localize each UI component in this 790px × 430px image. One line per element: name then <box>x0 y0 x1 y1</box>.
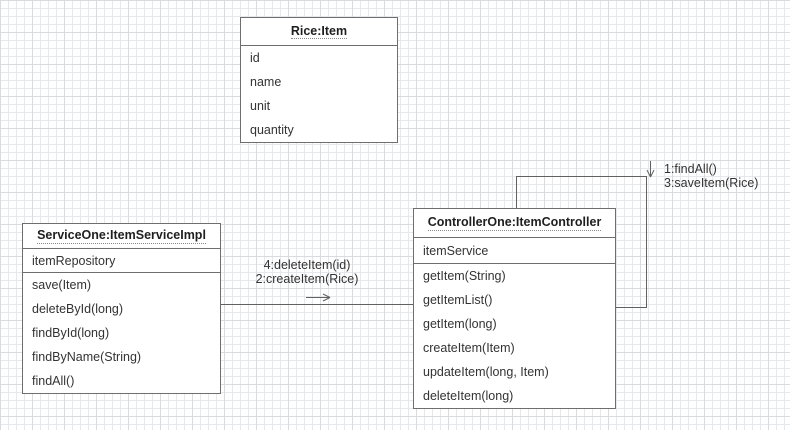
edge-label-controller-self[interactable]: 1:findAll() 3:saveItem(Rice) <box>664 162 758 190</box>
method-row[interactable]: getItem(long) <box>423 317 497 331</box>
method-row[interactable]: getItemList() <box>423 293 493 307</box>
method-row[interactable]: findByName(String) <box>32 350 142 364</box>
arrow-right-icon <box>306 293 331 302</box>
attribute-row[interactable]: name <box>250 75 282 89</box>
edge-controller-self-loop[interactable] <box>516 176 647 308</box>
message-text: 3:saveItem(Rice) <box>664 176 759 190</box>
method-row[interactable]: updateItem(long, Item) <box>423 365 549 379</box>
object-title-text: ControllerOne:ItemController <box>427 215 602 231</box>
message-text: 4:deleteItem(id) <box>263 258 351 272</box>
object-title: Rice:Item <box>241 18 397 46</box>
method-row[interactable]: deleteItem(long) <box>423 389 514 403</box>
method-row[interactable]: save(Item) <box>32 278 92 292</box>
method-row[interactable]: deleteById(long) <box>32 302 124 316</box>
object-title: ServiceOne:ItemServiceImpl <box>23 224 220 249</box>
attribute-row[interactable]: id <box>250 51 260 65</box>
message-text: 1:findAll() <box>664 162 717 176</box>
method-row[interactable]: getItem(String) <box>423 269 506 283</box>
object-box-rice-item[interactable]: Rice:Item id name unit quantity <box>240 17 398 143</box>
object-title-text: Rice:Item <box>290 23 348 40</box>
edge-label-service-controller[interactable]: 4:deleteItem(id) 2:createItem(Rice) <box>237 258 377 286</box>
object-title-text: ServiceOne:ItemServiceImpl <box>37 228 206 244</box>
attribute-row[interactable]: itemRepository <box>23 249 220 273</box>
arrow-down-icon <box>646 161 655 178</box>
method-row[interactable]: findById(long) <box>32 326 110 340</box>
attribute-row[interactable]: quantity <box>250 123 294 137</box>
message-text: 2:createItem(Rice) <box>255 272 359 286</box>
object-box-controllerone[interactable]: ControllerOne:ItemController itemService… <box>413 208 616 409</box>
object-title: ControllerOne:ItemController <box>414 209 615 238</box>
object-box-serviceone[interactable]: ServiceOne:ItemServiceImpl itemRepositor… <box>22 223 221 394</box>
method-row[interactable]: findAll() <box>32 374 75 388</box>
method-row[interactable]: createItem(Item) <box>423 341 515 355</box>
attribute-row[interactable]: itemService <box>414 238 615 264</box>
attribute-row[interactable]: unit <box>250 99 271 113</box>
